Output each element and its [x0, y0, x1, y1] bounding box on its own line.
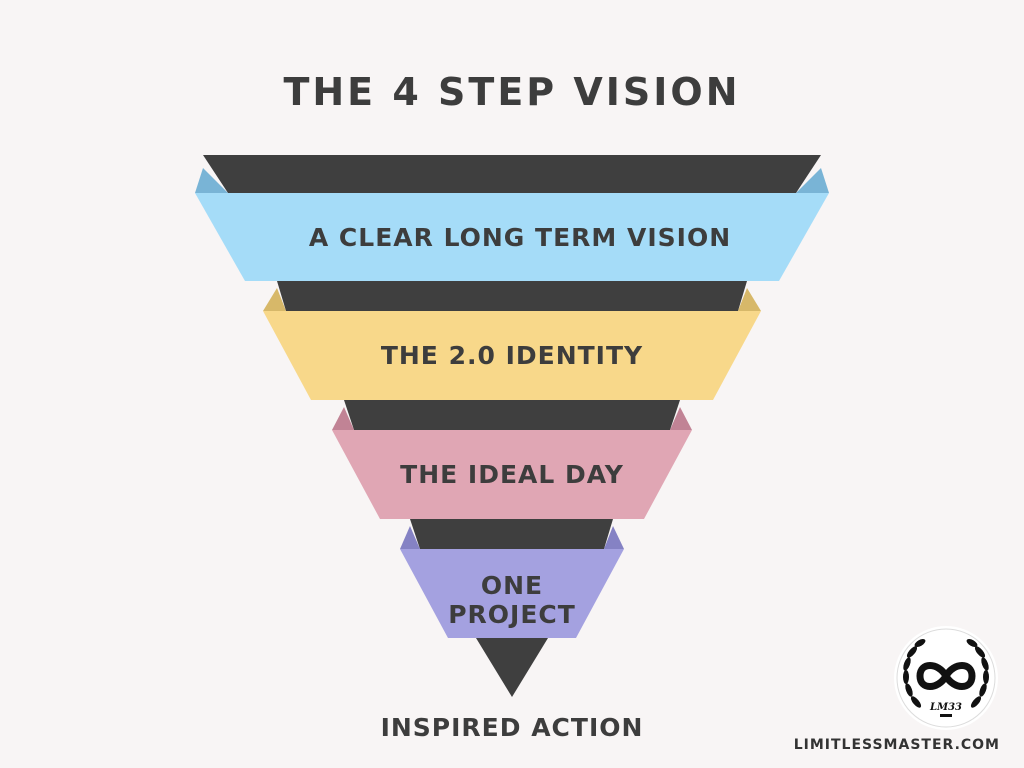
- step-2-label: THE 2.0 IDENTITY: [381, 341, 643, 370]
- band-2-right-fold: [738, 288, 761, 311]
- funnel-dark-strip-4: [410, 519, 613, 549]
- funnel-dark-strip-2: [277, 281, 747, 311]
- funnel-tip: [476, 638, 548, 697]
- band-3: [332, 430, 692, 519]
- step-4-label-line-1: ONE: [481, 571, 543, 600]
- bottom-label: INSPIRED ACTION: [380, 713, 644, 742]
- step-1-label: A CLEAR LONG TERM VISION: [309, 223, 731, 252]
- funnel-dark-strip-1: [203, 155, 821, 193]
- band-4: [400, 549, 624, 638]
- band-2-left-fold: [263, 288, 286, 311]
- funnel-dark-strip-3: [344, 400, 680, 430]
- band-2: [263, 311, 761, 400]
- infinity-laurel-icon: LM33: [894, 626, 998, 730]
- step-4-label-line-2: PROJECT: [448, 600, 576, 629]
- step-3-label: THE IDEAL DAY: [400, 460, 624, 489]
- band-3-right-fold: [670, 407, 692, 430]
- logo-text: LM33: [929, 702, 962, 713]
- page-title: THE 4 STEP VISION: [283, 70, 741, 114]
- band-4-right-fold: [604, 526, 624, 549]
- band-1-left-fold: [195, 168, 228, 193]
- band-1-right-fold: [796, 168, 829, 193]
- site-url: LIMITLESSMASTER.COM: [793, 737, 1000, 753]
- band-3-left-fold: [332, 407, 354, 430]
- band-4-left-fold: [400, 526, 420, 549]
- band-1: [195, 193, 829, 281]
